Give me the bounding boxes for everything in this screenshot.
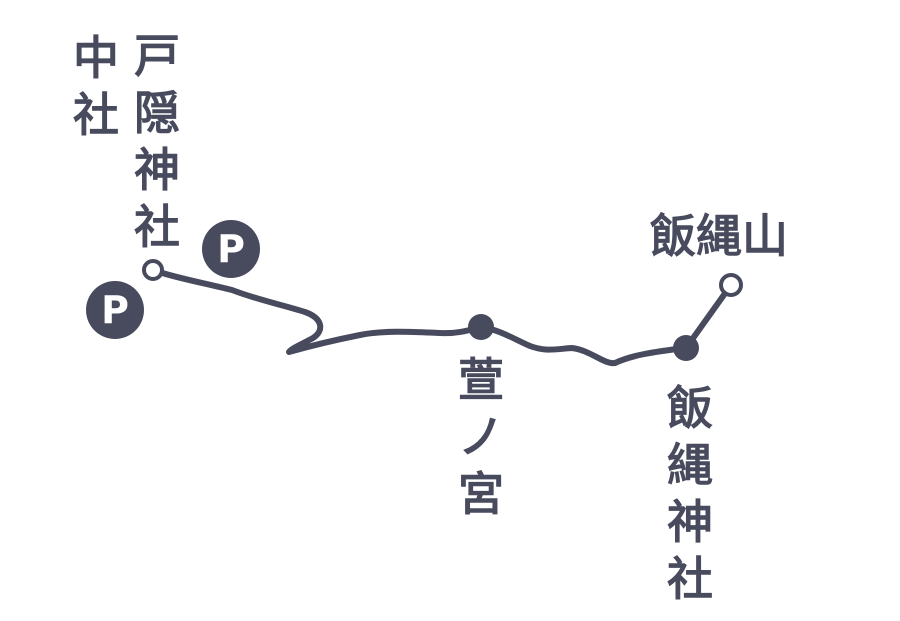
label-iizuna-shrine: 飯縄神社 (667, 381, 713, 606)
label-chusha: 中社 (73, 31, 119, 142)
waypoint-marker-icon (468, 314, 494, 340)
svg-text:P: P (101, 288, 129, 332)
svg-text:P: P (217, 227, 245, 271)
hiking-route (150, 267, 734, 367)
start-marker-icon (142, 259, 164, 281)
label-iizunayama: 飯縄山 (650, 209, 788, 263)
label-togakushi-shrine: 戸隠神社 (134, 29, 180, 254)
waypoint-marker-icon (673, 335, 699, 361)
parking-icon: P (202, 220, 260, 278)
summit-marker-icon (719, 273, 743, 297)
parking-icon: P (86, 281, 144, 339)
label-kayanomiya: 萱ノ宮 (458, 353, 504, 521)
